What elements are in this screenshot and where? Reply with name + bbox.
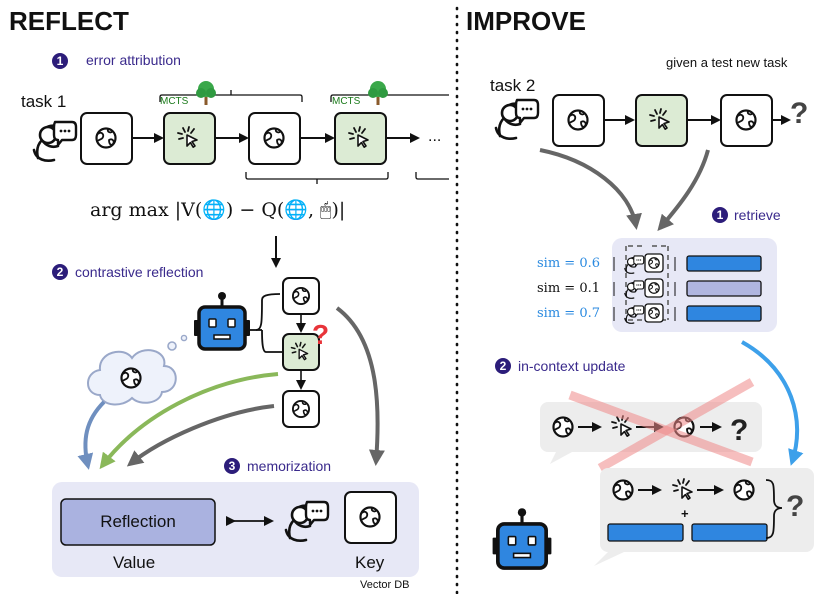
formula: arg max |V(🌐) − Q(🌐, 🖱)| — [90, 199, 346, 221]
step-number: 1 — [716, 208, 724, 222]
svg-text:?: ? — [730, 414, 748, 447]
reflection-box — [60, 498, 216, 546]
error-attribution-label: error attribution — [86, 52, 181, 68]
task-1-label: task 1 — [21, 92, 67, 111]
trajectory-row-2 — [494, 94, 791, 147]
robot-icon — [192, 290, 252, 351]
globe-icon — [733, 479, 755, 501]
memory-bar — [686, 280, 762, 297]
tree-icon — [196, 81, 216, 105]
globe-icon — [120, 367, 142, 389]
sim-value: sim = 0.1 — [537, 281, 600, 296]
mcts-label: MCTS — [160, 96, 189, 107]
in-context-update-label: in-context update — [518, 358, 626, 374]
globe-icon — [291, 399, 311, 419]
retrieve-label: retrieve — [734, 207, 781, 223]
globe-icon — [648, 307, 660, 319]
improve-title: IMPROVE — [466, 6, 586, 36]
cross-out-line — [597, 378, 755, 472]
globe-icon — [263, 127, 285, 149]
globe-icon — [359, 506, 381, 528]
globe-icon — [648, 257, 660, 269]
sim-value: sim = 0.7 — [537, 306, 600, 321]
globe-icon — [95, 127, 117, 149]
value-label: Value — [113, 553, 156, 572]
memory-bar — [607, 523, 684, 542]
sim-value: sim = 0.6 — [537, 256, 600, 271]
step-number: 3 — [228, 459, 236, 473]
memory-bar — [686, 305, 762, 322]
globe-icon — [552, 416, 574, 438]
step-number: 2 — [499, 359, 507, 373]
reflection-box-label: Reflection — [100, 512, 176, 531]
user-speaking-icon — [32, 120, 78, 162]
globe-icon — [735, 109, 757, 131]
memorization-label: memorization — [247, 458, 332, 474]
question-mark-icon: ? — [786, 490, 805, 523]
step-number: 1 — [56, 54, 64, 68]
robot-icon — [490, 506, 554, 570]
mcts-label: MCTS — [332, 96, 361, 107]
plus-sign: + — [681, 506, 689, 521]
brace — [765, 479, 783, 539]
trajectory-row-1 — [32, 81, 449, 184]
question-mark-icon: ? — [790, 97, 809, 130]
globe-icon — [567, 109, 589, 131]
tree-icon — [368, 81, 388, 105]
question-mark-icon: ? — [312, 319, 329, 350]
retrieve-rows — [613, 253, 762, 324]
vector-db-label: Vector DB — [360, 579, 410, 591]
memory-bar — [691, 523, 768, 542]
globe-icon — [291, 286, 311, 306]
improve-subtitle: given a test new task — [666, 55, 788, 70]
contrastive-reflection-label: contrastive reflection — [75, 264, 204, 280]
globe-icon — [612, 479, 634, 501]
ellipsis: ... — [428, 128, 442, 145]
thought-cloud-icon — [87, 334, 188, 406]
task-2-label: task 2 — [490, 76, 536, 95]
reflect-title: REFLECT — [9, 6, 129, 36]
globe-icon — [648, 282, 660, 294]
memory-bar — [686, 255, 762, 272]
key-label: Key — [355, 553, 385, 572]
step-number: 2 — [56, 265, 64, 279]
reflection-branches: ? — [192, 277, 329, 428]
user-speaking-icon — [494, 98, 540, 140]
